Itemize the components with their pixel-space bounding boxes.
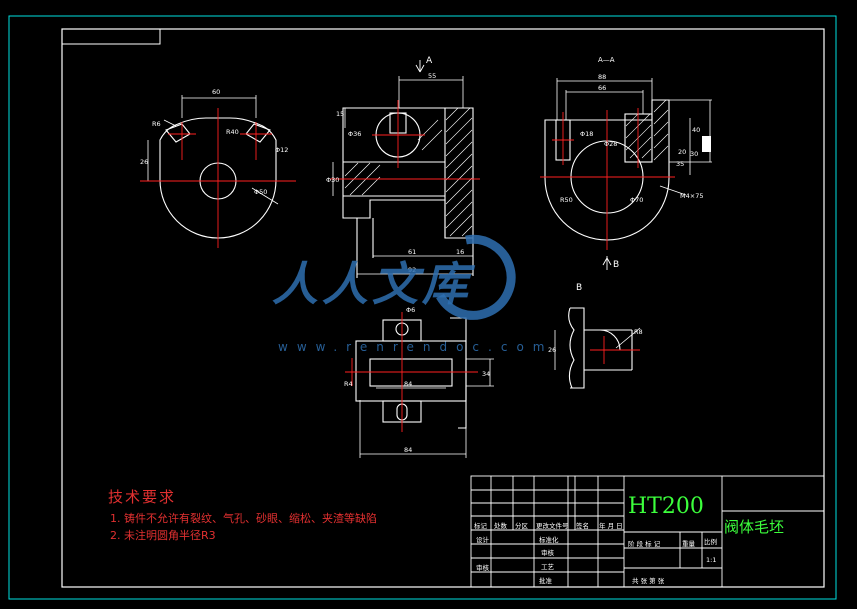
dim-side-phi28: Φ28 — [604, 140, 618, 148]
dim-front-16: 16 — [456, 248, 465, 256]
view-b-label: B — [576, 283, 583, 293]
code-box — [61, 28, 161, 45]
side-view-marker — [702, 136, 711, 152]
left-view-centerlines — [140, 108, 296, 248]
tb-label-zone: 分区 — [515, 522, 528, 530]
tb-label-signature: 签名 — [576, 522, 589, 530]
arrow-label-b: B — [613, 260, 620, 270]
tb-label-count: 处数 — [494, 522, 507, 530]
dim-front-61: 61 — [408, 248, 417, 256]
tb-label-standardization: 标准化 — [539, 536, 559, 544]
drawing-frame — [61, 28, 825, 588]
tb-label-process: 工艺 — [541, 563, 554, 571]
side-section-hatching — [625, 99, 669, 161]
view-b — [554, 307, 641, 389]
side-section-centerlines — [540, 108, 675, 250]
dim-front-phi36: Φ36 — [348, 130, 362, 138]
dim-left-60: 60 — [212, 88, 221, 96]
dim-front-15: 15 — [336, 110, 345, 118]
dim-left-26: 26 — [140, 158, 149, 166]
part-name: 阀体毛坯 — [724, 518, 785, 536]
dim-side-66: 66 — [598, 84, 607, 92]
dim-side-20: 20 — [678, 148, 687, 156]
top-view-centerlines — [345, 312, 478, 432]
dim-top-r4: R4 — [344, 380, 353, 388]
tb-label-review-left: 审核 — [476, 564, 489, 572]
watermark-text: 人人文库 — [272, 257, 472, 311]
tb-label-mark: 标记 — [474, 522, 487, 530]
tb-scale-value: 1:1 — [706, 556, 717, 564]
dim-front-92: 92 — [408, 266, 417, 274]
dim-left-r40: R40 — [226, 128, 239, 136]
view-b-centerlines — [590, 336, 640, 364]
front-section-centerlines — [330, 100, 480, 180]
tech-requirements-title: 技术要求 — [108, 488, 177, 506]
tech-requirement-2: 2. 未注明圆角半径R3 — [110, 529, 216, 542]
tech-requirement-1: 1. 铸件不允许有裂纹、气孔、砂眼、缩松、夹渣等缺陷 — [110, 512, 377, 525]
left-view — [147, 95, 279, 239]
tb-label-scale: 比例 — [704, 538, 717, 546]
dim-top-84-inner: 84 — [404, 380, 413, 388]
dim-front-phi30: Φ30 — [326, 176, 340, 184]
dim-side-30: 30 — [690, 150, 699, 158]
dim-top-phi6: Φ6 — [406, 306, 416, 314]
dim-left-phi12: Φ12 — [275, 146, 289, 154]
dim-front-55: 55 — [428, 72, 437, 80]
side-section — [544, 78, 712, 241]
dim-side-40: 40 — [692, 126, 701, 134]
dim-viewb-r8: R8 — [634, 328, 643, 336]
tb-label-stage-mark: 阶 段 标 记 — [628, 540, 661, 548]
dim-left-r6: R6 — [152, 120, 161, 128]
dim-side-phi70: Φ70 — [630, 196, 644, 204]
title-block — [470, 475, 825, 588]
tb-label-date: 年 月 日 — [599, 522, 623, 530]
dim-side-m4x75: M4×75 — [680, 192, 704, 200]
dim-top-34: 34 — [482, 370, 491, 378]
section-arrow-a — [415, 60, 425, 73]
section-label-a: A — [426, 56, 433, 66]
dim-side-phi18: Φ18 — [580, 130, 594, 138]
dim-viewb-26: 26 — [548, 346, 557, 354]
watermark-logo — [436, 234, 516, 320]
section-arrow-b — [602, 256, 612, 270]
dim-left-phi50: Φ50 — [254, 188, 268, 196]
material-label: HT200 — [628, 494, 704, 519]
tb-label-review: 审核 — [541, 549, 554, 557]
dim-side-35: 35 — [676, 160, 685, 168]
watermark-url: www.renrendoc.com — [278, 340, 554, 354]
dim-top-84: 84 — [404, 446, 413, 454]
tb-label-design: 设计 — [476, 536, 489, 544]
tb-label-approval: 批准 — [539, 577, 552, 585]
top-view — [355, 317, 494, 458]
tb-sheet-row: 共 张 第 张 — [632, 577, 665, 585]
dim-side-88: 88 — [598, 73, 607, 81]
tb-label-weight: 重量 — [682, 540, 695, 548]
tb-label-change-doc: 更改文件号 — [536, 522, 569, 530]
front-section-hatching — [344, 107, 473, 237]
outer-border — [8, 15, 837, 600]
dim-side-r50: R50 — [560, 196, 573, 204]
section-label-a-a: A—A — [598, 56, 615, 64]
